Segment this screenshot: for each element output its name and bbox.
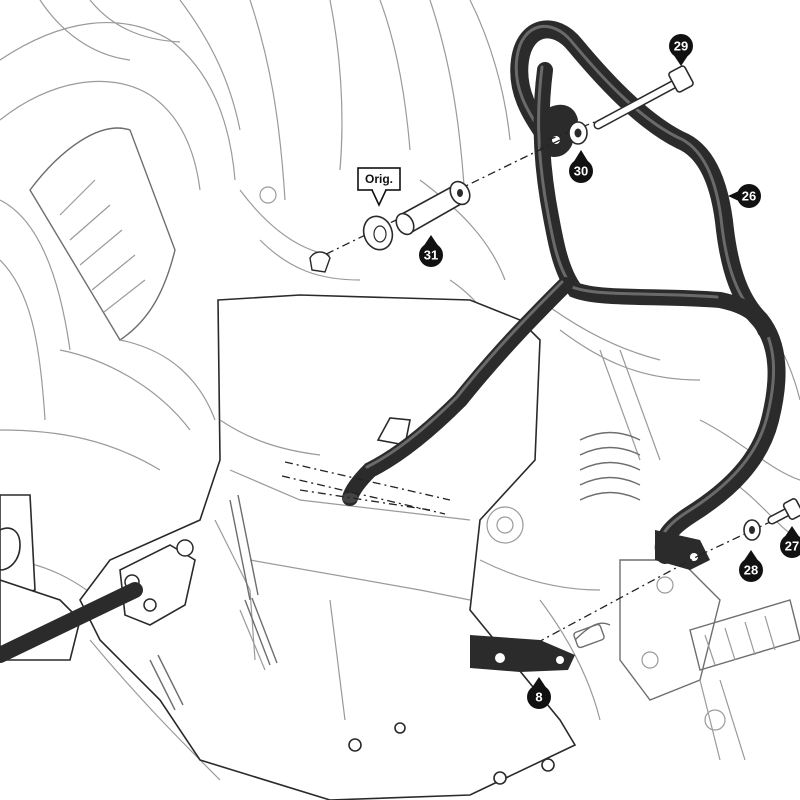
callout-29: 29 — [669, 34, 693, 66]
callout-29-label: 29 — [674, 39, 688, 54]
callout-8-label: 8 — [535, 690, 542, 705]
skid-plate — [79, 294, 577, 800]
orig-label: Orig. — [357, 167, 401, 207]
callout-30: 30 — [569, 150, 593, 183]
callout-26: 26 — [728, 184, 761, 208]
callout-31: 31 — [419, 235, 443, 267]
callout-28-label: 28 — [744, 563, 758, 578]
callout-27-label: 27 — [785, 539, 799, 554]
callout-27: 27 — [780, 526, 800, 558]
callout-26-label: 26 — [742, 189, 756, 204]
lower-mount-hardware — [470, 498, 800, 672]
motorcycle-background — [0, 0, 800, 781]
guide-lines — [281, 461, 451, 515]
callout-30-label: 30 — [574, 164, 588, 179]
upper-mount-hardware — [309, 65, 694, 273]
orig-text: Orig. — [365, 172, 393, 186]
callout-28: 28 — [739, 550, 763, 582]
callout-8: 8 — [527, 677, 551, 709]
callout-31-label: 31 — [424, 248, 438, 263]
